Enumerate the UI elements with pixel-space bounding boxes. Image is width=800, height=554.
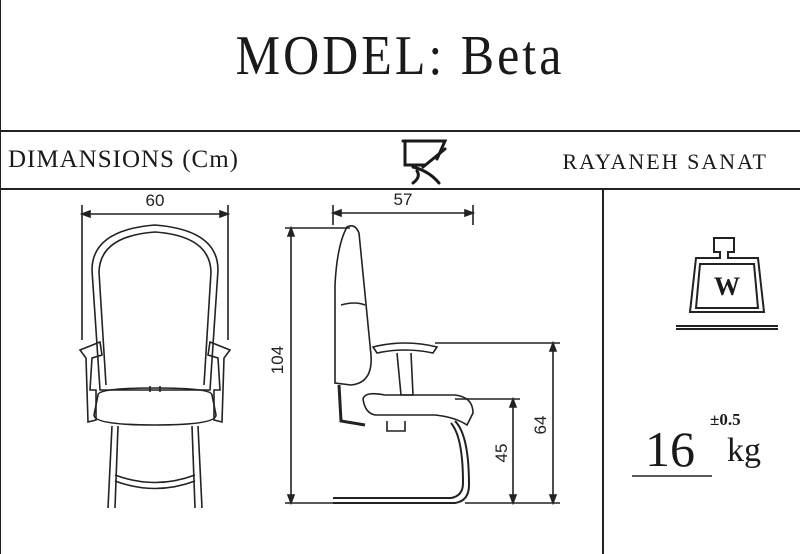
weight-underline xyxy=(632,475,712,477)
front-width-value: 60 xyxy=(146,191,165,210)
model-title: MODEL: Beta xyxy=(235,23,565,87)
weight-tolerance: ±0.5 xyxy=(710,410,741,429)
chair-logo-icon xyxy=(401,139,448,185)
chair-side-view: 57 104 45 64 xyxy=(268,190,560,506)
weight-icon xyxy=(676,237,778,330)
chair-front-view: 60 xyxy=(78,191,232,509)
weight-value: 16 xyxy=(645,421,695,477)
brand-name: RAYANEH SANAT xyxy=(562,149,768,174)
weight-icon-letter: W xyxy=(714,272,740,301)
dimensions-label: DIMANSIONS (Cm) xyxy=(8,146,239,173)
arm-height-value: 64 xyxy=(531,416,550,435)
side-depth-value: 57 xyxy=(394,190,413,209)
weight-unit: kg xyxy=(727,432,761,469)
total-height-value: 104 xyxy=(268,346,287,374)
seat-height-value: 45 xyxy=(492,444,511,463)
